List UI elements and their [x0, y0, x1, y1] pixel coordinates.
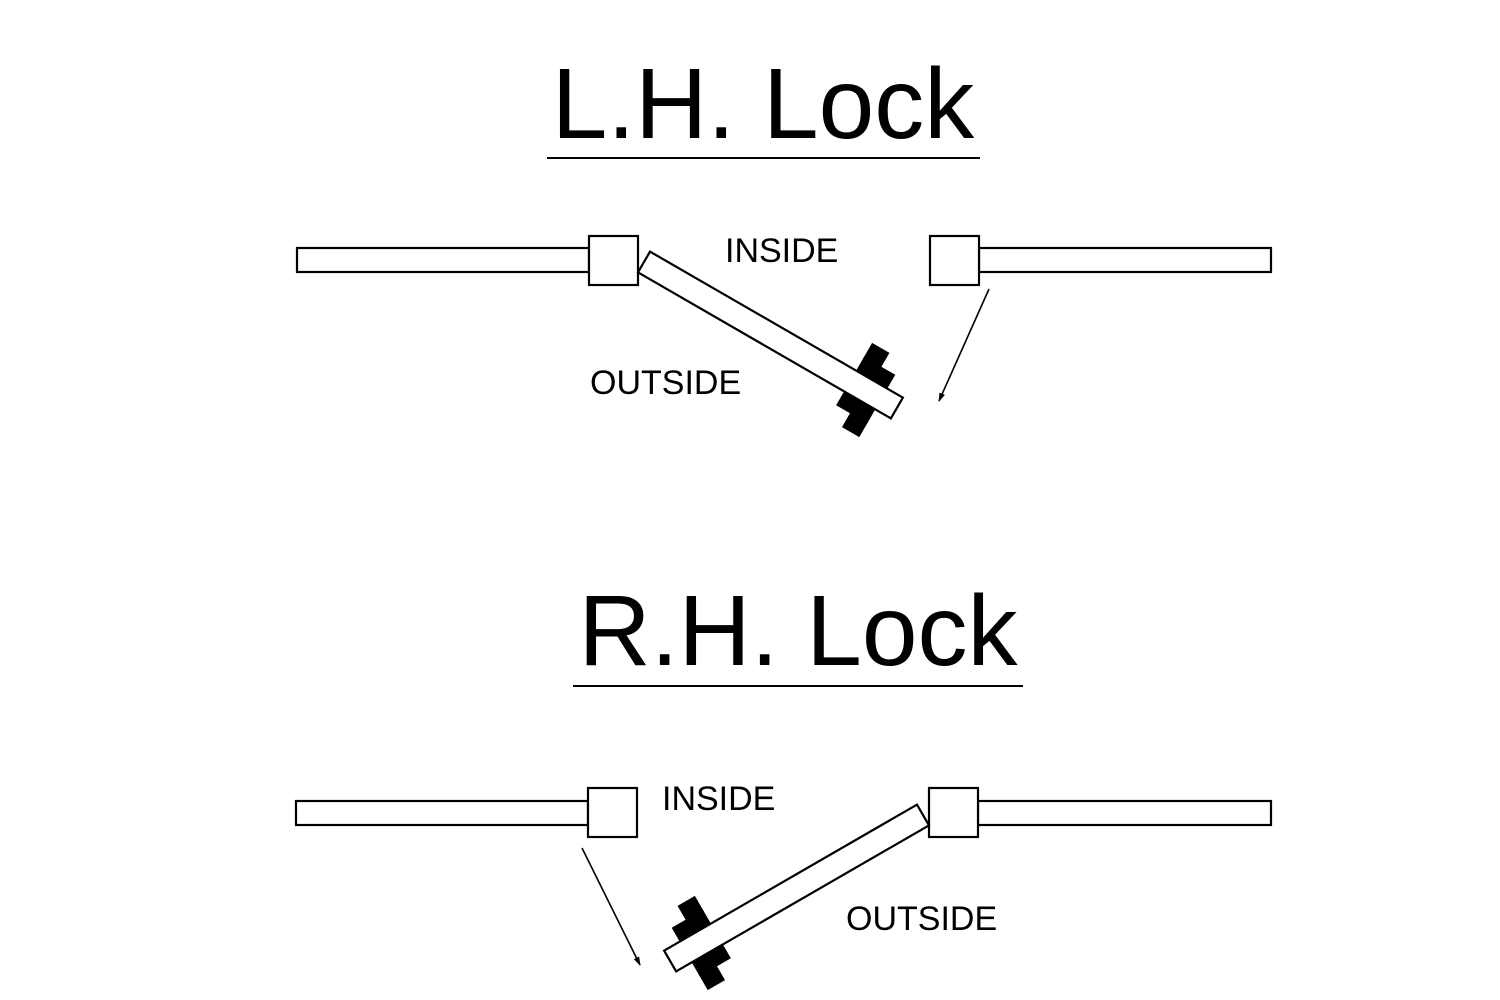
rh-lock-title: R.H. Lock [578, 575, 1018, 687]
rh-swing-arrow-icon [581, 847, 641, 966]
lh-lock-section: L.H. Lock INSIDE OUTSIDE [295, 48, 1273, 448]
lh-lock-title: L.H. Lock [552, 48, 975, 160]
rh-left-wall [294, 799, 590, 827]
rh-lock-section: R.H. Lock INSIDE OUTSIDE [294, 575, 1273, 1000]
rh-inside-label: INSIDE [662, 780, 775, 818]
lh-left-wall [295, 246, 591, 274]
rh-right-post [927, 786, 980, 839]
rh-right-wall [976, 799, 1273, 827]
lh-right-wall [977, 246, 1273, 274]
lh-right-post [928, 234, 981, 287]
rh-left-post [586, 786, 639, 839]
lh-inside-label: INSIDE [725, 232, 838, 270]
lh-swing-arrow-icon [938, 288, 990, 402]
rh-outside-label: OUTSIDE [846, 900, 997, 938]
lh-left-post [587, 234, 640, 287]
lh-outside-label: OUTSIDE [590, 364, 741, 402]
